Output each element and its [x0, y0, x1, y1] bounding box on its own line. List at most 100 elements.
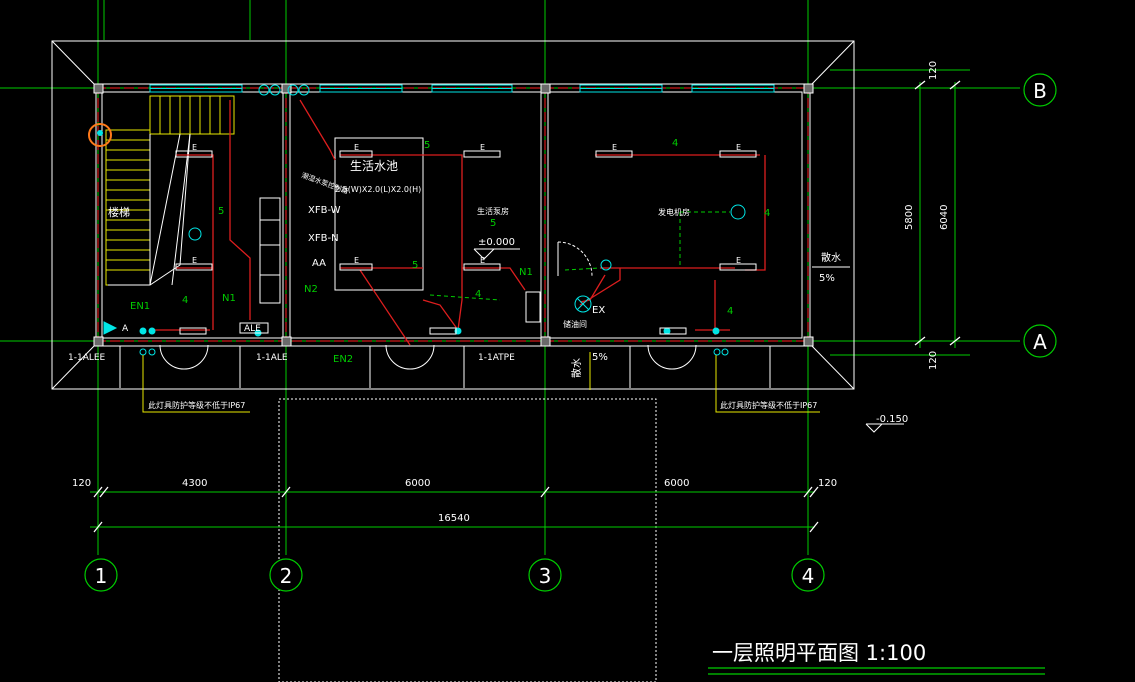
fixture-e-label: E: [480, 143, 485, 152]
axis-bubble-b: [1023, 73, 1057, 107]
circuit-xfb-n: XFB-N: [308, 233, 339, 244]
devices: [188, 84, 746, 313]
panel-boxes: [119, 322, 771, 388]
fixture-bars: [175, 150, 757, 271]
room-label-water-tank: 生活水池: [350, 159, 398, 173]
fixture-e-label: E: [354, 143, 359, 152]
axis-label-4: 4: [802, 564, 815, 588]
room-label-stair: 楼梯: [108, 205, 130, 219]
axis-bubble-3: [528, 558, 562, 592]
equipment-stack: [259, 197, 281, 304]
dim-edge-left: 120: [72, 478, 91, 489]
fixture-e-label: E: [192, 143, 197, 152]
note-ip67-right: 此灯具防护等级不低于IP67: [720, 400, 817, 410]
stair: [105, 95, 235, 286]
wire-count: 4: [764, 208, 770, 219]
fixture-e-label: E: [736, 143, 741, 152]
axis-bubble-4: [791, 558, 825, 592]
wire-count: 4: [727, 306, 733, 317]
fixture-e-label: E: [736, 256, 741, 265]
axis-grid-lines: [0, 0, 1020, 555]
door-swings: [159, 241, 697, 370]
note-leaders: [142, 352, 820, 413]
fixture-e-label: E: [612, 143, 617, 152]
dim-span-3-4: 6000: [664, 478, 689, 489]
drainage-label: 散水: [821, 251, 841, 264]
panel-label-2: 1-1ALE: [256, 353, 288, 363]
panel-arrow-icon: [103, 321, 118, 335]
circuit-xfb-w: XFB-W: [308, 205, 341, 216]
switch-icon: [600, 259, 612, 271]
wire-count: 4: [182, 295, 188, 306]
exhaust-fan-icon: [188, 227, 202, 241]
dimension-texts: 120 4300 6000 6000 120 16540 120 120 580…: [72, 61, 950, 524]
drainage-slope-bottom: 5%: [592, 352, 608, 363]
axis-label-3: 3: [539, 564, 552, 588]
dim-span-2-3: 6000: [405, 478, 430, 489]
axis-bubbles: [84, 73, 1057, 592]
wire-count: 4: [475, 289, 481, 300]
highlight-marker[interactable]: [88, 123, 112, 147]
emergency-light-icon: [574, 295, 592, 313]
junction-box-icon: [97, 130, 103, 136]
adjacent-structure-outline: [278, 398, 657, 682]
axis-label-a: A: [1033, 330, 1047, 354]
switch-icon: [269, 84, 281, 96]
circuit-en2: EN2: [333, 354, 353, 365]
level-markers: [473, 248, 904, 433]
water-tank-size: 2.5(W)X2.0(L)X2.0(H): [335, 185, 421, 194]
level-floor: ±0.000: [478, 237, 515, 248]
dim-total: 16540: [438, 513, 470, 524]
panel-label-3: 1-1ATPE: [478, 353, 515, 363]
room-label-generator: 发电机房: [658, 207, 690, 217]
dim-right-span: 5800: [904, 205, 915, 230]
axis-bubble-a: [1023, 324, 1057, 358]
panel-label-1: 1-1ALEE: [68, 353, 106, 363]
circuit-ex: EX: [592, 305, 605, 316]
drainage-slope: 5%: [819, 273, 835, 284]
switch-icon: [287, 84, 299, 96]
note-ip67-left: 此灯具防护等级不低于IP67: [148, 400, 245, 410]
room-label-pump: 生活泵房: [477, 206, 509, 216]
drainage-label-bottom: 散水: [570, 358, 583, 378]
panel-label-a: A: [122, 324, 129, 334]
title-underline: [708, 667, 1045, 675]
dim-edge-right: 120: [818, 478, 837, 489]
dimension-lines: [90, 82, 956, 528]
wire-count: 5: [490, 218, 496, 229]
fixture-e-label: E: [480, 256, 485, 265]
axis-label-b: B: [1033, 79, 1047, 103]
exhaust-fan-icon: [730, 204, 746, 220]
circuit-en1: EN1: [130, 301, 150, 312]
dim-right-total: 6040: [939, 205, 950, 230]
wire-count: 5: [412, 260, 418, 271]
drawing-title: 一层照明平面图 1:100: [712, 641, 926, 665]
axis-bubble-2: [269, 558, 303, 592]
fixture-e-label: E: [354, 256, 359, 265]
wire-count: 5: [424, 140, 430, 151]
dim-span-1-2: 4300: [182, 478, 207, 489]
room-label-fuel: 储油间: [563, 319, 587, 329]
pump-control-label: 潮湿水泵控制箱: [300, 170, 349, 195]
panel-label-ale: ALE: [244, 324, 261, 334]
windows-top: [149, 84, 775, 93]
columns: [93, 83, 814, 347]
switch-icon: [298, 84, 310, 96]
axis-label-1: 1: [95, 564, 108, 588]
dimension-ticks: [93, 80, 961, 533]
level-outside: -0.150: [876, 414, 908, 425]
wire-count: 4: [672, 138, 678, 149]
walls: [95, 83, 811, 347]
dim-right-top: 120: [928, 61, 939, 80]
circuit-n1: N1: [222, 293, 236, 304]
wire-count: 5: [218, 206, 224, 217]
axis-centerlines: [96, 84, 810, 346]
axis-bubble-1: [84, 558, 118, 592]
fixture-e-label: E: [192, 256, 197, 265]
dim-right-bottom: 120: [928, 351, 939, 370]
circuit-aa: AA: [312, 258, 326, 269]
water-tank: [334, 137, 424, 291]
wiring: [150, 99, 766, 346]
circuit-n1-b: N1: [519, 267, 533, 278]
